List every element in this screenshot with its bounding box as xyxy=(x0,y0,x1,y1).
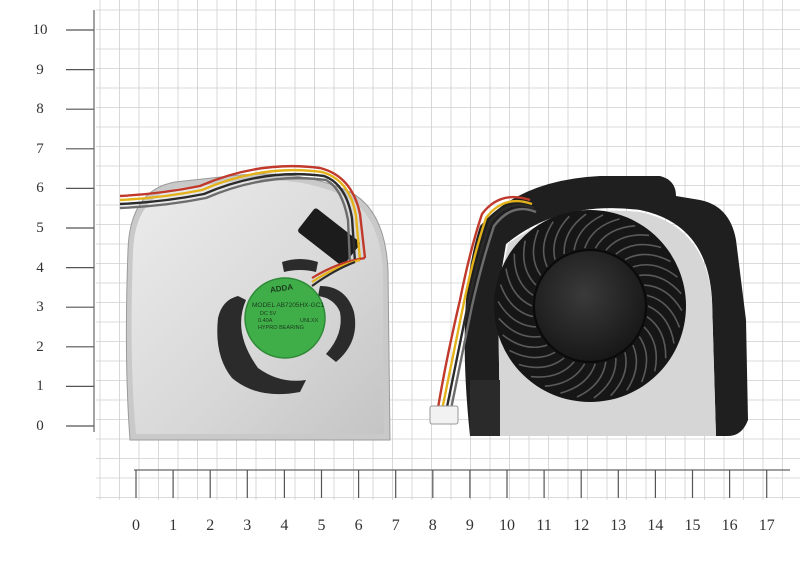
air-vent-slot xyxy=(318,286,356,362)
fan-blade xyxy=(499,284,534,318)
x-ruler-label: 8 xyxy=(428,517,437,534)
right-cable-bundle xyxy=(429,195,537,425)
fan-blade xyxy=(643,326,658,372)
x-ruler-label: 14 xyxy=(647,517,664,534)
x-ruler-label: 9 xyxy=(465,517,474,534)
x-ruler-label: 15 xyxy=(684,517,701,534)
fan-label-sticker xyxy=(245,278,325,358)
x-ruler-label: 16 xyxy=(721,517,738,534)
fan-blade xyxy=(573,214,604,251)
fan-blade xyxy=(594,225,636,249)
x-ruler-label: 12 xyxy=(573,517,590,534)
sticker-bearing: HYPRO BEARING xyxy=(258,325,304,331)
wire-connector xyxy=(429,405,459,425)
fan-blade xyxy=(638,336,648,383)
y-ruler-label: 2 xyxy=(36,338,44,355)
y-ruler-label: 9 xyxy=(36,61,44,78)
fan-blade xyxy=(542,221,554,268)
x-ruler-label: 1 xyxy=(169,517,178,534)
sticker-model: MODEL AB7205HX-GC1 xyxy=(252,302,325,309)
fan-blade xyxy=(502,334,548,348)
x-ruler-label: 6 xyxy=(354,517,363,534)
x-ruler-label: 11 xyxy=(536,517,552,534)
x-ruler-label: 5 xyxy=(317,517,326,534)
y-ruler-label: 8 xyxy=(36,101,44,118)
fan-blade xyxy=(544,363,586,387)
sticker-rating: DC 5V xyxy=(260,311,277,317)
fan-blade xyxy=(498,317,541,338)
x-ruler-label: 10 xyxy=(499,517,515,534)
fan-blade xyxy=(605,234,650,251)
x-ruler-label: 7 xyxy=(391,517,400,534)
y-ruler-label: 6 xyxy=(36,180,44,197)
fan-hub xyxy=(534,250,646,362)
fan-blade xyxy=(626,344,638,391)
fan-blade xyxy=(513,253,534,297)
fan-blade xyxy=(576,361,607,398)
fan-blade xyxy=(624,253,671,263)
fan-blade xyxy=(563,213,587,255)
fan-blade xyxy=(647,305,675,344)
air-vent-slot xyxy=(217,296,306,395)
x-ruler-label: 0 xyxy=(132,517,140,534)
y-ruler-ticks xyxy=(66,29,94,427)
y-ruler-label: 7 xyxy=(36,140,44,157)
fan-blade xyxy=(532,229,542,276)
y-ruler-label: 5 xyxy=(36,220,44,236)
fan-blade xyxy=(610,352,627,397)
y-ruler-label: 1 xyxy=(36,378,44,395)
fan-blade xyxy=(583,218,620,249)
fan-blade xyxy=(522,240,537,286)
fan-blade xyxy=(505,268,533,307)
x-ruler-label: 3 xyxy=(243,517,252,534)
x-ruler-label: 13 xyxy=(610,517,627,534)
fan-blade xyxy=(646,294,681,328)
x-ruler-label: 2 xyxy=(206,517,215,534)
fan-blade xyxy=(632,264,678,278)
fan-blade xyxy=(497,300,536,328)
y-ruler-label: 4 xyxy=(36,259,44,276)
fan-blade xyxy=(615,243,662,255)
foam-pad xyxy=(298,208,360,266)
fan-blade xyxy=(553,215,570,260)
x-ruler-label: 4 xyxy=(280,517,289,534)
left-cable-bundle xyxy=(119,164,367,287)
sticker-code: UNLXX xyxy=(300,318,319,324)
fan-blade xyxy=(646,315,667,359)
y-ruler-label: 3 xyxy=(36,299,44,316)
x-ruler-label: 17 xyxy=(758,517,775,534)
fan-blade xyxy=(593,357,617,399)
fan-blade xyxy=(509,349,556,359)
x-ruler-ticks xyxy=(135,470,768,498)
fan-blade xyxy=(644,284,683,312)
fan-blade xyxy=(518,357,565,369)
fan-blade xyxy=(639,274,682,295)
sticker-current: 0.40A xyxy=(258,318,273,324)
y-ruler-label: 10 xyxy=(32,22,48,38)
fan-blades xyxy=(497,213,683,399)
fan-housing xyxy=(464,176,748,436)
fan-blade xyxy=(560,363,597,394)
fan-blade xyxy=(530,361,575,378)
y-ruler-label: 0 xyxy=(36,418,44,434)
air-vent-slot xyxy=(282,259,318,272)
